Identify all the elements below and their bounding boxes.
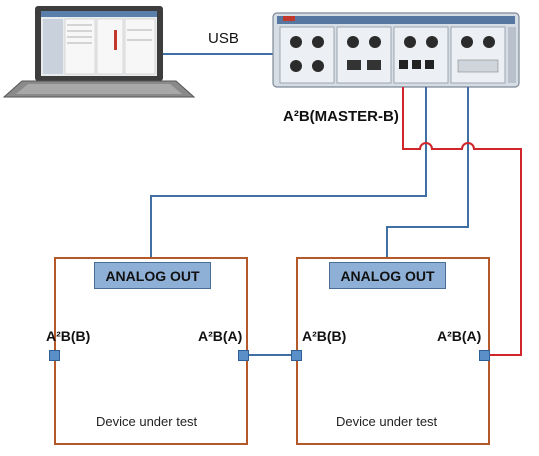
dut1-port-b [49, 350, 60, 361]
analog-cable-2 [386, 87, 469, 257]
dut1-port-a-label: A²B(A) [198, 328, 243, 344]
master-label: A²B(MASTER-B) [283, 108, 399, 125]
dut1-port-a [238, 350, 249, 361]
laptop-icon [2, 6, 196, 98]
usb-label: USB [208, 30, 239, 47]
dut1-port-b-label: A²B(B) [46, 328, 91, 344]
analog-out-box-1: ANALOG OUT [94, 262, 211, 289]
dut1-caption: Device under test [96, 414, 198, 429]
audio-analyzer-icon [272, 12, 520, 88]
dut2-port-b-label: A²B(B) [302, 328, 347, 344]
dut2-port-b [291, 350, 302, 361]
dut2-port-a-label: A²B(A) [437, 328, 482, 344]
dut2-port-a [479, 350, 490, 361]
analog-out-box-2: ANALOG OUT [329, 262, 446, 289]
analog-cable-1 [150, 87, 427, 257]
a2b-master-cable [402, 87, 522, 356]
dut2-caption: Device under test [336, 414, 438, 429]
